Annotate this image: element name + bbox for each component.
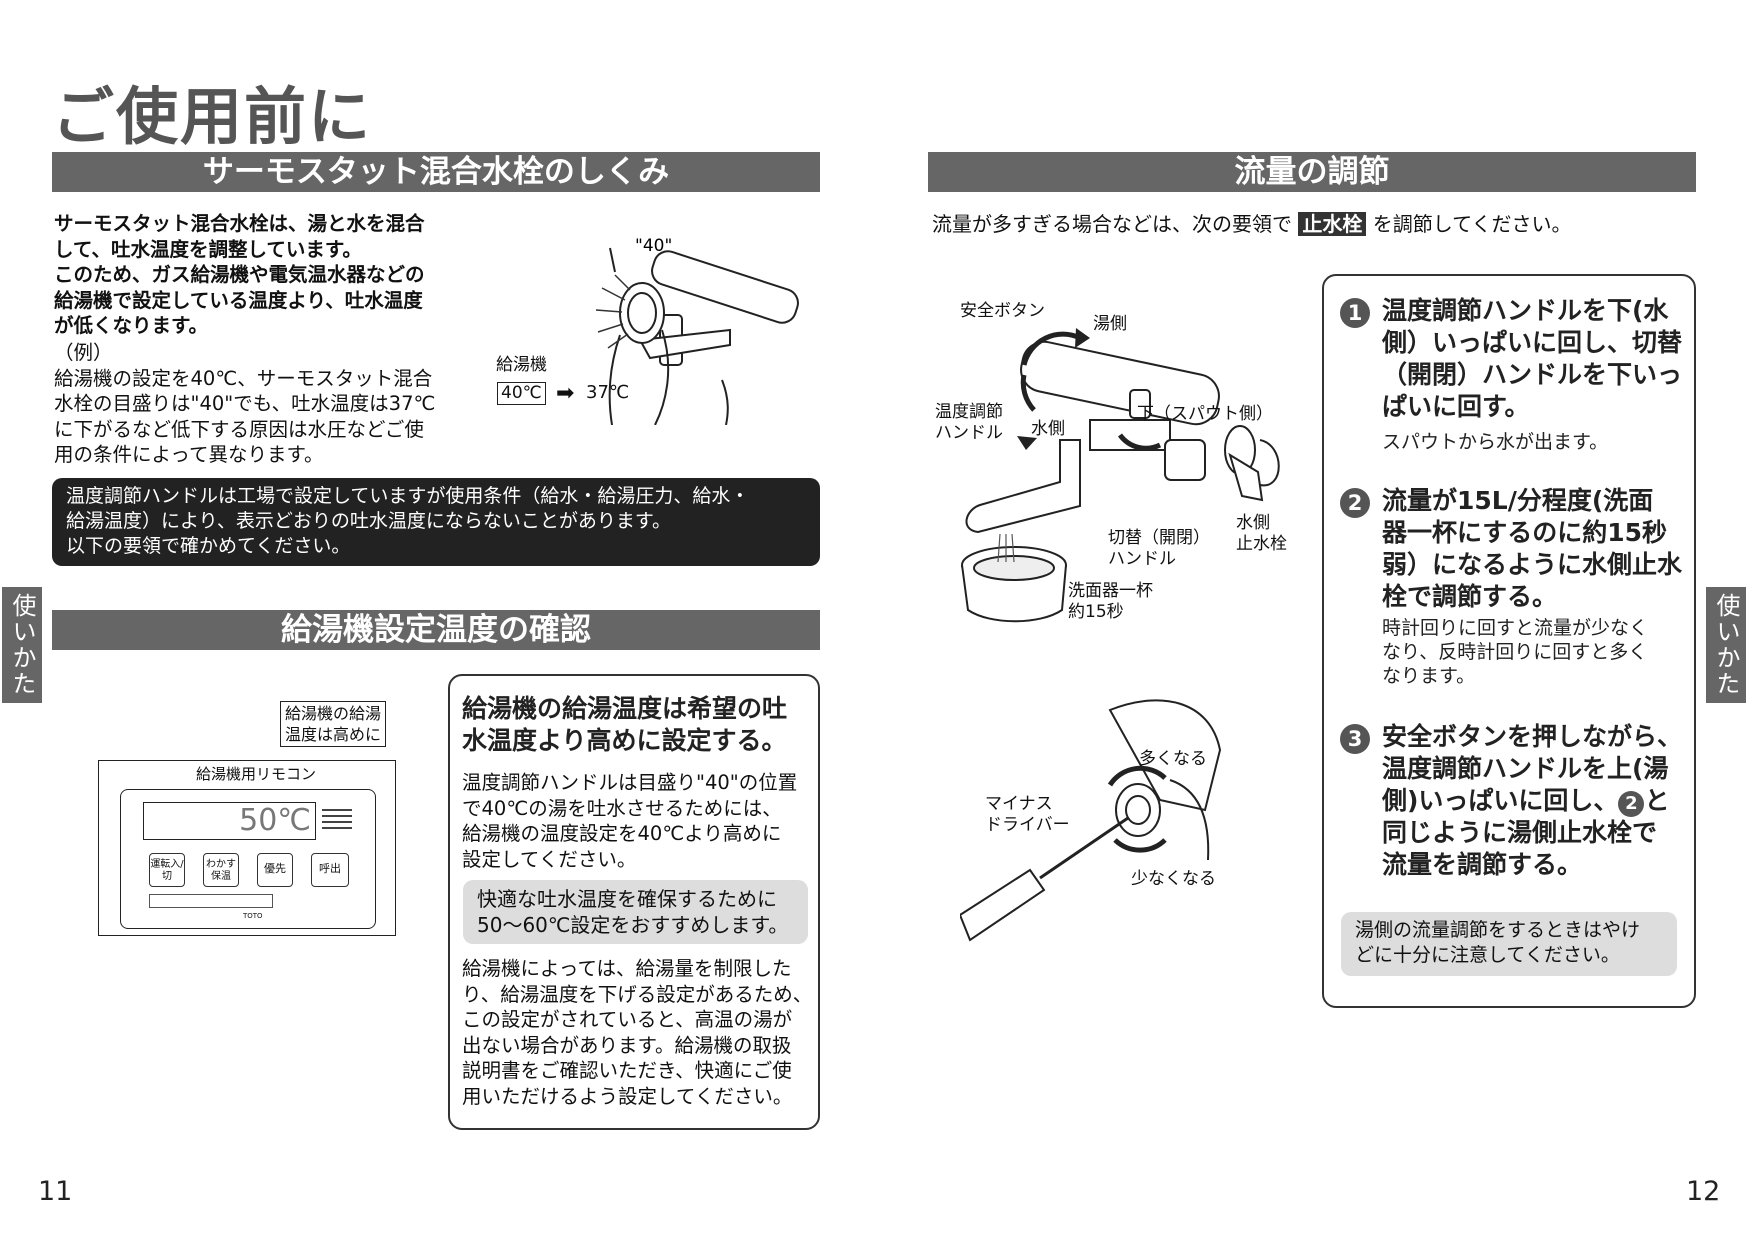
faucet-shower-figure: "40" bbox=[595, 236, 799, 425]
dial-label: "40" bbox=[635, 236, 672, 256]
step-2-note: 時計回りに回すと流量が少なくなり、反時計回りに回すと多くなります。 bbox=[1382, 617, 1649, 687]
heater-box-body2: 給湯機によっては、給湯量を制限したり、給湯温度を下げる設定があるため、 この設定… bbox=[462, 957, 813, 1108]
section-title-flow: 流量の調節 bbox=[928, 152, 1696, 192]
remote-brand: TOTO bbox=[243, 912, 263, 920]
more-flow-label: 多くなる bbox=[1139, 749, 1207, 769]
arrow-right-icon: ➡ bbox=[556, 381, 575, 406]
switch-handle-label: 切替（開閉）ハンドル bbox=[1108, 528, 1210, 569]
remote-callout: 給湯機の給湯温度は高めに bbox=[280, 701, 387, 747]
remote-call-button[interactable]: 呼出 bbox=[311, 853, 349, 887]
remote-warning-label bbox=[149, 894, 273, 908]
hot-side-label: 湯側 bbox=[1093, 314, 1127, 334]
page-number-left: 11 bbox=[38, 1176, 73, 1207]
side-tab-left: 使いかた bbox=[2, 587, 42, 703]
remote-frame bbox=[98, 760, 396, 936]
step-2-title: 流量が15L/分程度(洗面器一杯にするのに約15秒 弱）になるように水側止水栓で… bbox=[1382, 486, 1683, 611]
driver-label: マイナスドライバー bbox=[985, 794, 1070, 835]
remote-level-icon bbox=[322, 805, 352, 833]
remote-heat-button[interactable]: わかす保温 bbox=[203, 853, 239, 887]
less-flow-label: 少なくなる bbox=[1131, 869, 1216, 889]
section-title-heater: 給湯機設定温度の確認 bbox=[52, 610, 820, 650]
remote-display: 50℃ bbox=[143, 802, 316, 840]
heater-setting-box bbox=[448, 674, 820, 1130]
intro-text: サーモスタット混合水栓は、湯と水を混合して、吐水温度を調整しています。 このため… bbox=[54, 212, 425, 337]
step-1-number: 1 bbox=[1340, 298, 1370, 328]
remote-body bbox=[120, 789, 376, 929]
cold-side-label: 水側 bbox=[1031, 419, 1065, 439]
heater-temp: 40℃ bbox=[497, 382, 546, 405]
wall-faucet-figure bbox=[961, 328, 1280, 623]
step-3-number: 3 bbox=[1340, 724, 1370, 754]
side-tab-right: 使いかた bbox=[1706, 587, 1746, 703]
section-title-thermostat: サーモスタット混合水栓のしくみ bbox=[52, 152, 820, 192]
out-temp: 37℃ bbox=[586, 382, 630, 403]
step-2-ref-icon: 2 bbox=[1618, 791, 1645, 817]
steps-box bbox=[1322, 274, 1696, 1008]
remote-title: 給湯機用リモコン bbox=[196, 765, 317, 783]
remote-priority-button[interactable]: 優先 bbox=[257, 853, 293, 887]
flow-intro: 流量が多すぎる場合などは、次の要領で 止水栓 を調節してください。 bbox=[932, 212, 1572, 236]
heater-box-heading: 給湯機の給湯温度は希望の吐水温度より高めに設定する。 bbox=[462, 694, 788, 755]
heater-label: 給湯機 bbox=[496, 355, 547, 375]
page-number-right: 12 bbox=[1686, 1176, 1721, 1207]
step-1-title: 温度調節ハンドルを下(水側）いっぱいに回し、切替 （開閉）ハンドルを下いっぱいに… bbox=[1382, 296, 1683, 421]
page-title: ご使用前に bbox=[52, 80, 373, 153]
spout-side-label: 下（スパウト側） bbox=[1137, 404, 1273, 424]
remote-power-button[interactable]: 運転入/切 bbox=[149, 853, 185, 887]
cold-stop-valve-label: 水側止水栓 bbox=[1236, 513, 1287, 554]
safety-button-label: 安全ボタン bbox=[960, 301, 1045, 321]
basin-label: 洗面器一杯約15秒 bbox=[1068, 581, 1153, 622]
example-text: （例） 給湯機の設定を40℃、サーモスタット混合水栓の目盛りは"40"でも、吐水… bbox=[54, 341, 436, 466]
temp-handle-label: 温度調節ハンドル bbox=[935, 402, 1003, 443]
caution-box: 湯側の流量調節をするときはやけどに十分に注意してください。 bbox=[1341, 912, 1677, 976]
notice-box: 温度調節ハンドルは工場で設定していますが使用条件（給水・給湯圧力、給水・給湯温度… bbox=[52, 478, 820, 566]
step-2-number: 2 bbox=[1340, 488, 1370, 518]
stop-valve-keyword: 止水栓 bbox=[1298, 212, 1367, 236]
step-1-note: スパウトから水が出ます。 bbox=[1382, 431, 1609, 453]
screwdriver-figure bbox=[960, 699, 1222, 942]
heater-box-body1: 温度調節ハンドルは目盛り"40"の位置で40℃の湯を吐水させるためには、 給湯機… bbox=[462, 771, 798, 871]
